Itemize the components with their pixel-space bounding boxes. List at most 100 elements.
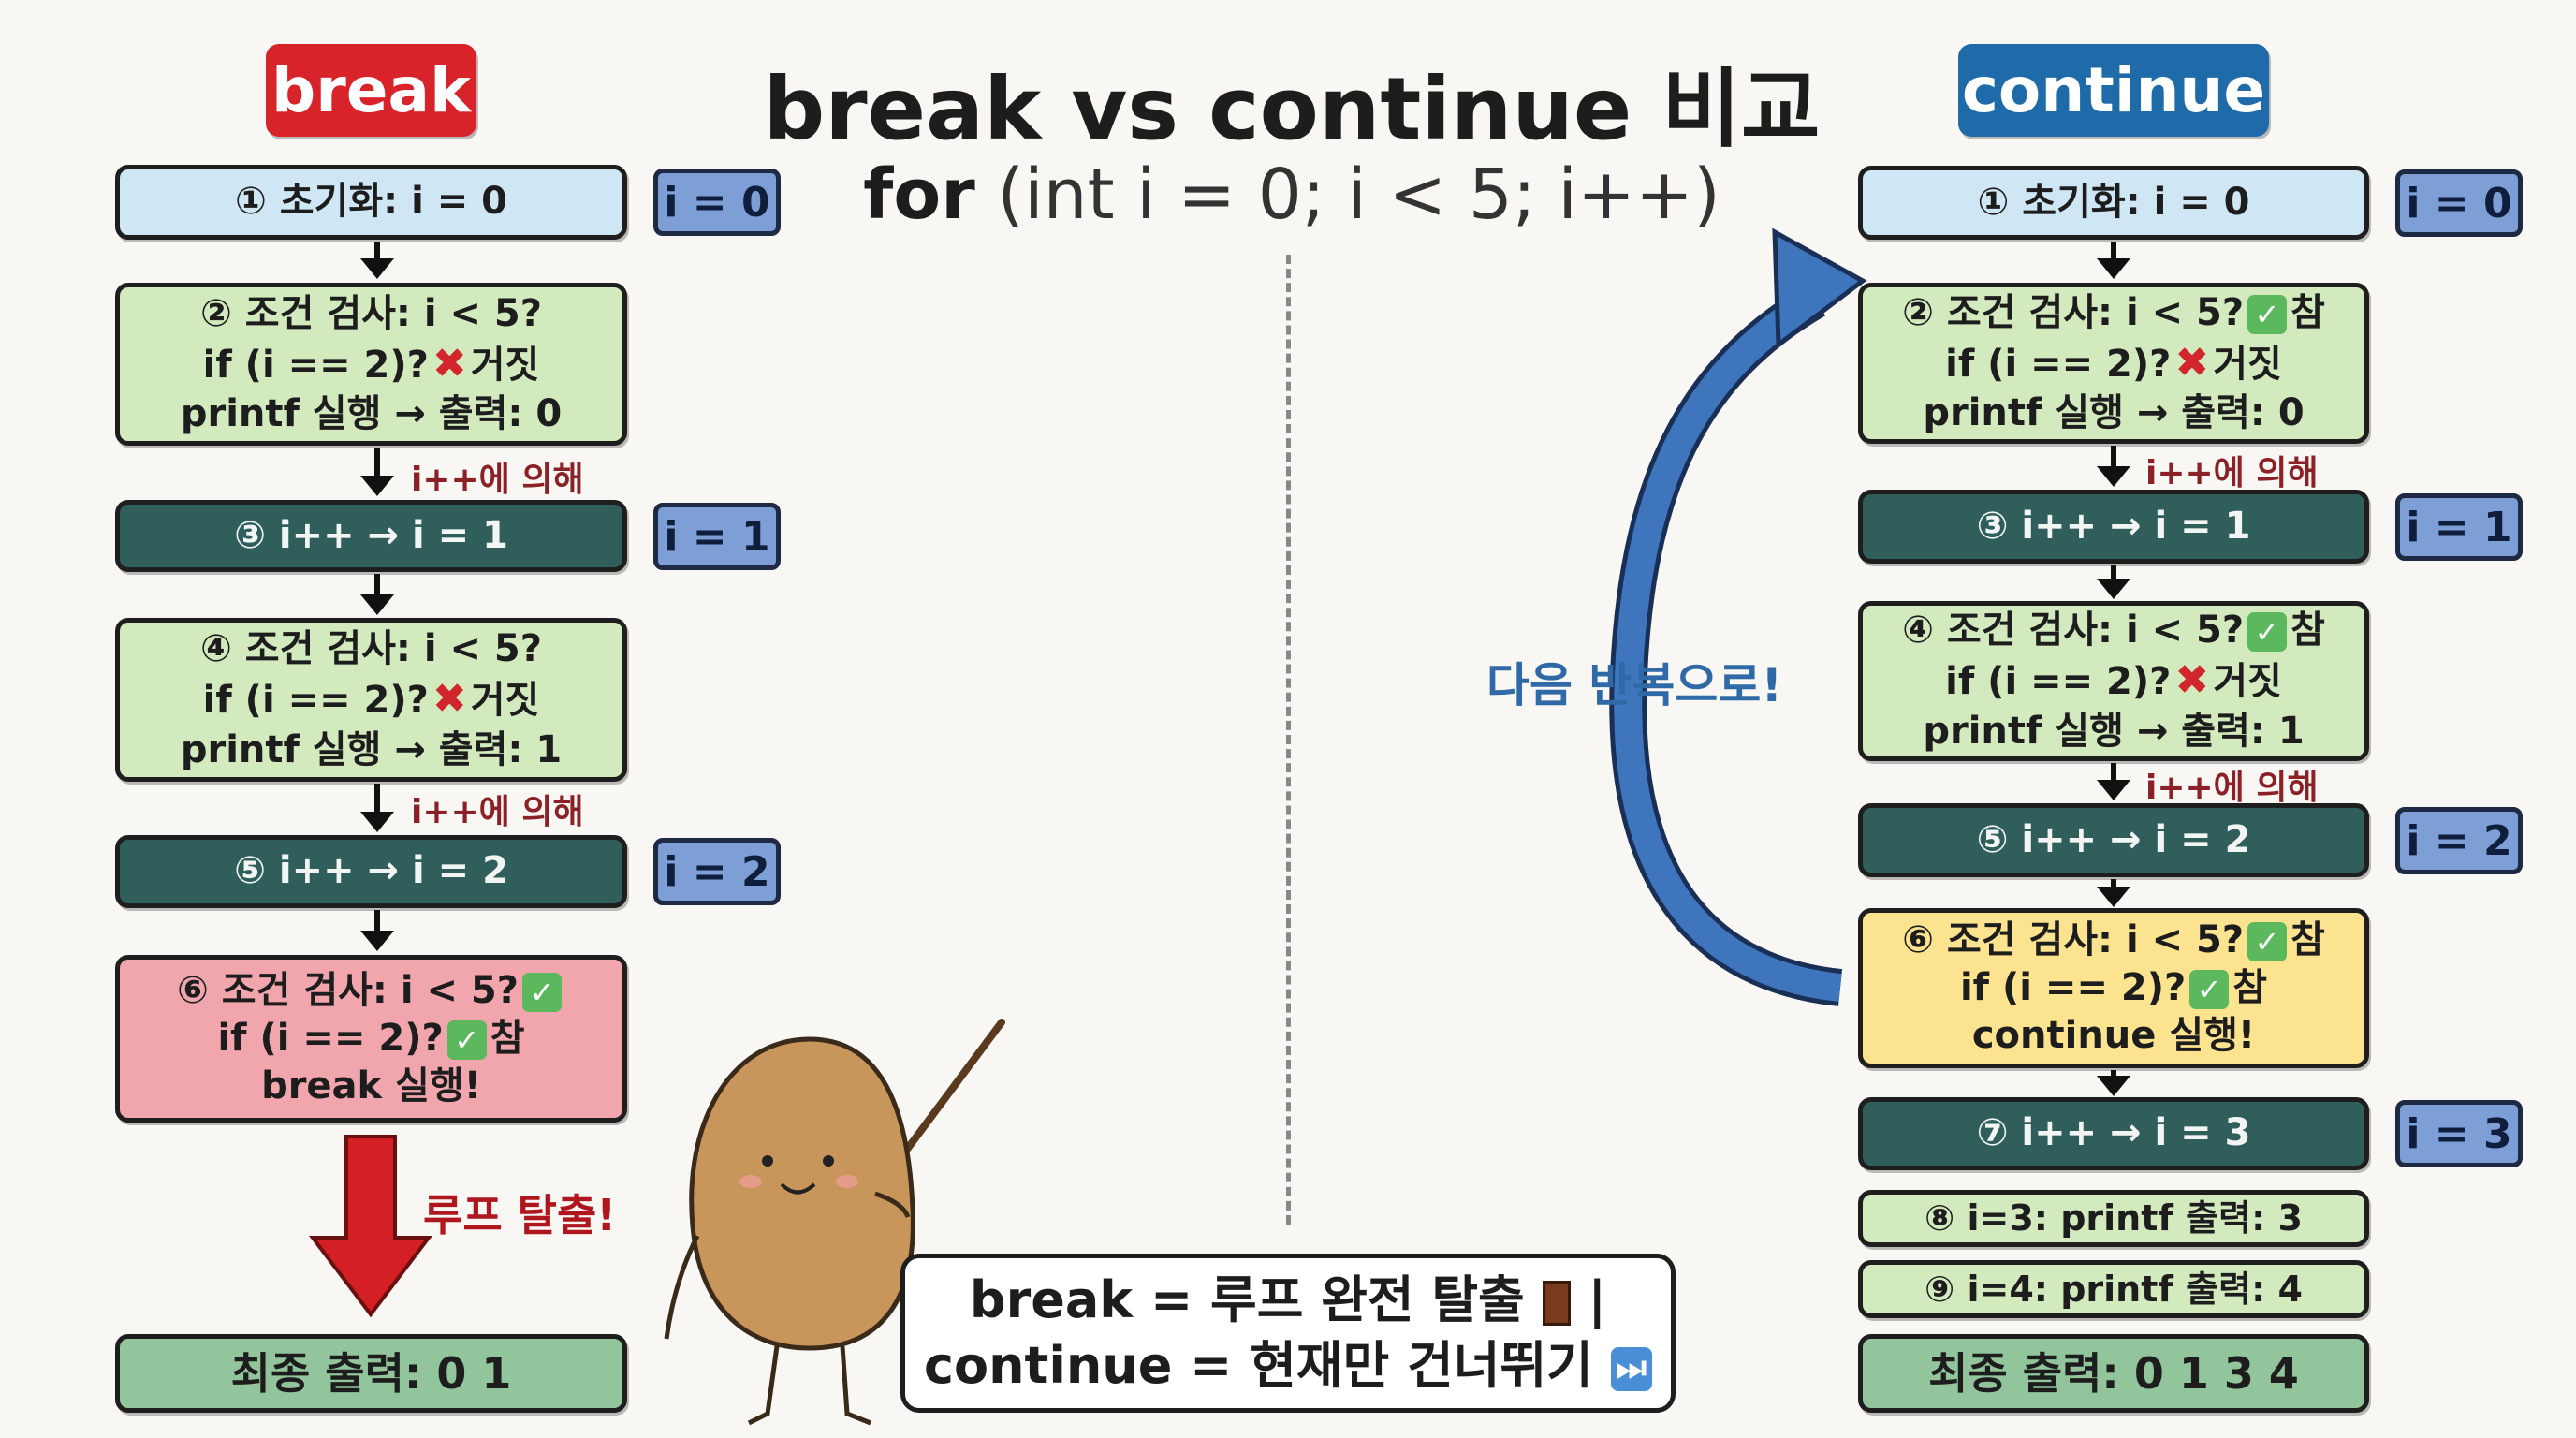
check-mark-icon: ✓	[2247, 612, 2288, 653]
result: 참	[2291, 609, 2325, 653]
cross-mark-icon: ✖	[2174, 338, 2210, 387]
arrow	[2097, 879, 2130, 907]
check-mark-icon: ✓	[2189, 969, 2230, 1009]
summary-break: break = 루프 완전 탈출	[969, 1269, 1525, 1329]
result: 거짓	[2213, 660, 2282, 704]
result: 참	[2232, 965, 2268, 1009]
i-badge: i = 3	[2395, 1100, 2523, 1167]
step-line: ⑥ 조건 검사: i < 5?	[177, 968, 519, 1012]
continue-step-3: ③ i++ → i = 1	[1858, 490, 2369, 564]
subtitle-code: (int i = 0; i < 5; i++)	[997, 154, 1720, 235]
step-line: printf 실행 → 출력: 0	[1923, 391, 2305, 435]
arrow	[360, 448, 394, 496]
result: 참	[2291, 290, 2325, 334]
step-text: ⑤ i++ → i = 2	[1976, 817, 2251, 861]
arrow	[2097, 1070, 2130, 1096]
i-badge: i = 1	[2395, 493, 2523, 561]
continue-step-8: ⑧ i=3: printf 출력: 3	[1858, 1190, 2369, 1247]
step-line: printf 실행 → 출력: 1	[1923, 709, 2305, 753]
i-badge: i = 2	[2395, 807, 2523, 874]
check-mark-icon: ✓	[521, 972, 562, 1012]
final-text: 최종 출력: 0 1	[230, 1347, 512, 1399]
cross-mark-icon: ✖	[432, 675, 467, 724]
step-text: ⑤ i++ → i = 2	[234, 849, 508, 893]
arrow	[360, 784, 394, 832]
door-icon	[1542, 1281, 1571, 1327]
step-line: printf 실행 → 출력: 0	[180, 392, 563, 436]
step-text: ① 초기화: i = 0	[1977, 180, 2250, 224]
step-line: ② 조건 검사: i < 5?	[1902, 290, 2245, 334]
result: 거짓	[470, 343, 540, 387]
arrow	[2097, 446, 2130, 487]
loop-exit-arrow-icon	[309, 1135, 432, 1318]
continue-step-9: ⑨ i=4: printf 출력: 4	[1858, 1260, 2369, 1318]
break-step-6: ⑥ 조건 검사: i < 5?✓ if (i == 2)?✓참 break 실행…	[115, 955, 627, 1123]
break-step-1: ① 초기화: i = 0	[115, 165, 627, 240]
continue-final-output: 최종 출력: 0 1 3 4	[1858, 1334, 2369, 1413]
result: 참	[2291, 917, 2325, 961]
step-line: ④ 조건 검사: i < 5?	[1902, 609, 2245, 653]
step-line: if (i == 2)?	[1945, 660, 2172, 704]
check-mark-icon: ✓	[446, 1020, 487, 1060]
arrow	[360, 910, 394, 951]
arrow	[2097, 242, 2130, 279]
step-text: ③ i++ → i = 1	[234, 513, 508, 557]
page-title: break vs continue 비교	[763, 59, 1821, 159]
arrow	[2097, 565, 2130, 599]
next-iteration-arrow-icon	[1609, 227, 1867, 1006]
break-step-4: ④ 조건 검사: i < 5? if (i == 2)?✖거짓 printf 실…	[115, 618, 627, 782]
cross-mark-icon: ✖	[2174, 656, 2210, 705]
loop-exit-label: 루프 탈출!	[423, 1190, 617, 1240]
continue-label: continue	[1958, 44, 2269, 137]
step-line: continue 실행!	[1971, 1014, 2256, 1058]
summary-continue: continue = 현재만 건너뛰기	[923, 1336, 1593, 1395]
result: 거짓	[2213, 342, 2282, 386]
arrow	[2097, 763, 2130, 800]
increment-note: i++에 의해	[411, 793, 584, 831]
step-line: ② 조건 검사: i < 5?	[200, 291, 542, 335]
step-line: if (i == 2)?	[217, 1016, 444, 1060]
step-line: ⑥ 조건 검사: i < 5?	[1902, 917, 2245, 961]
next-iteration-label: 다음 반복으로!	[1486, 658, 1783, 712]
step-text: ③ i++ → i = 1	[1976, 504, 2251, 548]
continue-step-5: ⑤ i++ → i = 2	[1858, 803, 2369, 877]
break-step-3: ③ i++ → i = 1	[115, 500, 627, 572]
step-line: if (i == 2)?	[202, 343, 429, 387]
subtitle-keyword: for	[863, 154, 975, 235]
i-badge: i = 0	[653, 169, 781, 236]
continue-step-7: ⑦ i++ → i = 3	[1858, 1097, 2369, 1170]
step-line: if (i == 2)?	[202, 679, 429, 723]
step-line: ④ 조건 검사: i < 5?	[200, 627, 542, 671]
result: 거짓	[470, 679, 540, 723]
increment-note: i++에 의해	[411, 461, 584, 499]
break-label: break	[266, 44, 476, 137]
result: 참	[490, 1016, 525, 1060]
increment-note: i++에 의해	[2145, 769, 2319, 807]
continue-step-6: ⑥ 조건 검사: i < 5?✓참 if (i == 2)?✓참 continu…	[1858, 908, 2369, 1068]
step-text: ⑨ i=4: printf 출력: 4	[1925, 1268, 2303, 1310]
check-mark-icon: ✓	[2247, 294, 2288, 334]
i-badge: i = 1	[653, 503, 781, 570]
step-text: ⑧ i=3: printf 출력: 3	[1925, 1197, 2303, 1240]
step-line: if (i == 2)?	[1959, 965, 2187, 1009]
step-line: break 실행!	[261, 1064, 481, 1108]
break-final-output: 최종 출력: 0 1	[115, 1334, 627, 1413]
final-text: 최종 출력: 0 1 3 4	[1928, 1347, 2299, 1399]
continue-step-4: ④ 조건 검사: i < 5?✓참 if (i == 2)?✖거짓 printf…	[1858, 601, 2369, 761]
potato-mascot-icon	[664, 1019, 1005, 1426]
continue-step-1: ① 초기화: i = 0	[1858, 166, 2369, 240]
step-text: ⑦ i++ → i = 3	[1976, 1111, 2251, 1155]
break-step-5: ⑤ i++ → i = 2	[115, 835, 627, 908]
i-badge: i = 0	[2395, 169, 2523, 237]
continue-step-2: ② 조건 검사: i < 5?✓참 if (i == 2)?✖거짓 printf…	[1858, 283, 2369, 444]
i-badge: i = 2	[653, 838, 781, 905]
increment-note: i++에 의해	[2145, 454, 2319, 492]
arrow	[360, 574, 394, 615]
arrow	[360, 242, 394, 279]
summary-box: break = 루프 완전 탈출 | continue = 현재만 건너뛰기 ⏭	[900, 1254, 1676, 1413]
step-text: ① 초기화: i = 0	[234, 180, 508, 224]
step-line: if (i == 2)?	[1945, 342, 2172, 386]
page-subtitle: for (int i = 0; i < 5; i++)	[655, 154, 1928, 235]
cross-mark-icon: ✖	[432, 339, 467, 388]
check-mark-icon: ✓	[2247, 921, 2288, 961]
